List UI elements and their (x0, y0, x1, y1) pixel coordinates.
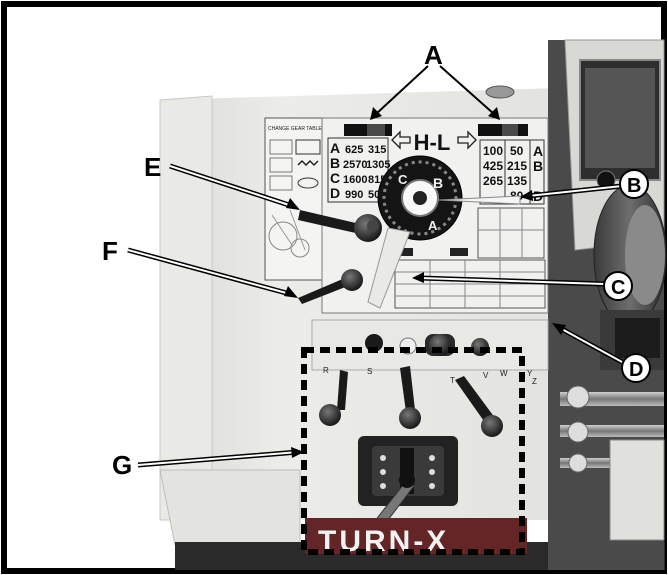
callout-lines (127, 65, 624, 468)
callout-d: D (629, 359, 643, 381)
lever-f[interactable] (298, 269, 363, 304)
dial-letter-a: A (428, 218, 438, 233)
callout-g: G (112, 450, 132, 480)
callout-f-arrow (127, 247, 298, 298)
left-row-c-v1: 1600 (343, 174, 367, 186)
right-row-1-letter: A (533, 143, 543, 159)
callout-g-arrow (137, 447, 304, 468)
right-row-1-v1: 100 (483, 144, 503, 158)
callout-d-badge: D (621, 353, 651, 383)
left-row-b-v1: 2570 (343, 159, 367, 171)
right-row-3-v2: 135 (507, 174, 527, 188)
callout-e: E (144, 152, 161, 182)
callout-b-arrow (520, 183, 623, 201)
right-row-3-v1: 265 (483, 174, 503, 188)
change-gear-table-title: CHANGE GEAR TABLE (268, 126, 322, 132)
hl-label: H-L (414, 130, 451, 155)
knob-letter-r: R (323, 366, 329, 375)
callout-e-arrow (169, 163, 300, 210)
speed-selector-dial[interactable]: C B A (377, 155, 521, 241)
knob-letter-v: V (483, 371, 489, 380)
right-row-2-v2: 215 (507, 159, 527, 173)
callout-c-arrow (412, 272, 605, 287)
left-row-b-v2: 1305 (366, 159, 390, 171)
right-row-2-letter: B (533, 158, 543, 174)
left-row-d-v1: 990 (345, 189, 363, 201)
gearbox-outline-g (301, 347, 525, 555)
brand-plate: TURN-X (305, 518, 527, 558)
gearbox-levers[interactable] (319, 366, 503, 437)
knob-letter-w: W (500, 369, 508, 378)
left-row-a-v1: 625 (345, 144, 363, 156)
knob-letter-s: S (367, 367, 372, 376)
callout-a: A (424, 40, 443, 70)
left-row-b-letter: B (330, 155, 340, 171)
lever-e[interactable] (298, 210, 382, 242)
left-speed-table: A 625 315 B 2570 1305 C 1600 815 D 990 5… (327, 137, 390, 203)
right-row-2-v1: 425 (483, 159, 503, 173)
control-panel: R S T V W Y Z (311, 319, 549, 386)
callout-b: B (627, 175, 641, 197)
dial-letter-c: C (398, 172, 408, 187)
knob-letter-y: Y (527, 369, 533, 378)
shift-gate[interactable] (358, 436, 458, 547)
left-row-c-letter: C (330, 170, 340, 186)
left-row-a-letter: A (330, 140, 340, 156)
callout-a-arrows (370, 65, 500, 120)
callout-c: C (611, 277, 625, 299)
callout-f: F (102, 236, 118, 266)
right-row-1-v2: 50 (510, 144, 524, 158)
knob-letter-t: T (450, 376, 455, 385)
lever-c[interactable] (367, 227, 411, 309)
knob-letter-z: Z (532, 377, 537, 386)
dial-letter-b: B (433, 175, 443, 191)
left-row-a-v2: 315 (368, 144, 386, 156)
callout-c-badge: C (603, 271, 633, 301)
callout-b-badge: B (619, 169, 649, 199)
callout-d-arrow (552, 323, 624, 365)
left-row-d-letter: D (330, 185, 340, 201)
feed-chart (394, 207, 546, 309)
